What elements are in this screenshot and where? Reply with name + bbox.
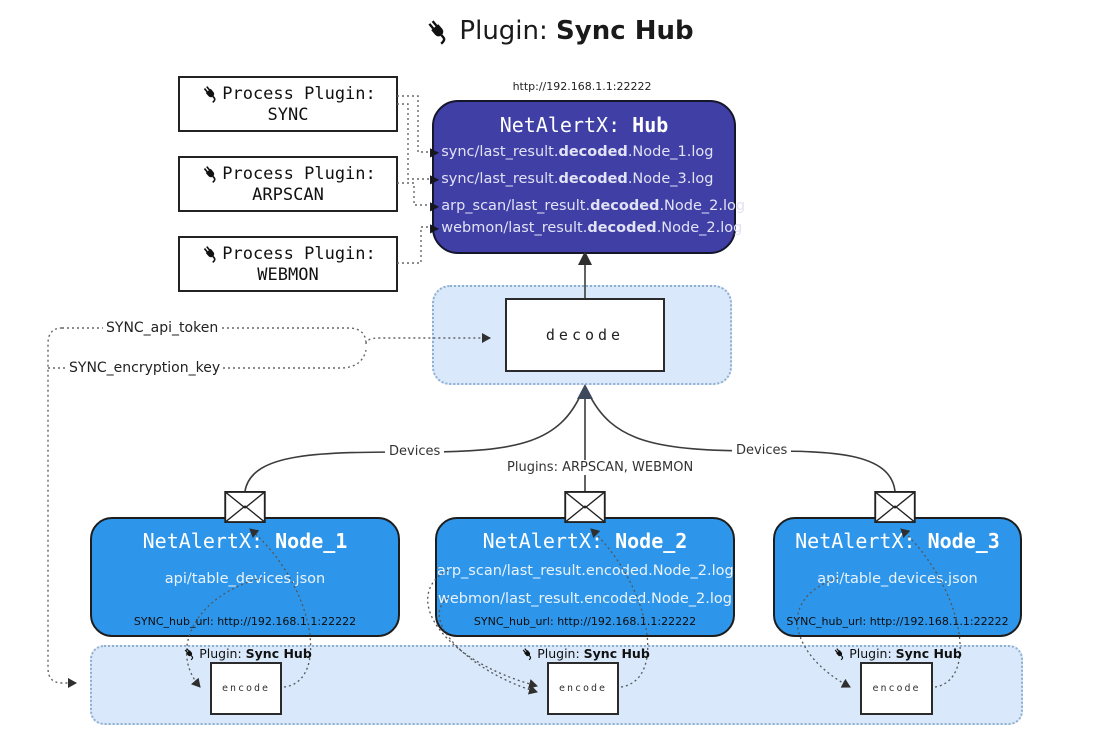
plug-icon [182, 646, 197, 661]
hub-title: NetAlertX: Hub [499, 113, 669, 137]
title-bold: Sync Hub [556, 16, 694, 46]
band-plugin-label: Plugin: Sync Hub [162, 646, 332, 661]
process-plugin-name: WEBMON [257, 265, 319, 285]
plug-icon [423, 16, 453, 46]
band-plugin-label: Plugin: Sync Hub [500, 646, 670, 661]
process-plugin-name: SYNC [267, 105, 309, 125]
process-plugin-box-webmon: Process Plugin: WEBMON [178, 236, 398, 292]
arrow-icon [577, 384, 593, 399]
node-box-node-2: NetAlertX: Node_2 arp_scan/last_result.e… [435, 517, 735, 637]
arrow-icon: ▶ [430, 221, 440, 235]
sync-api-token-label: SYNC_api_token [103, 320, 222, 336]
node-box-node-3: NetAlertX: Node_3 api/table_devices.json… [773, 517, 1022, 637]
node-title: NetAlertX: Node_3 [795, 529, 1000, 553]
devices-label-left: Devices [385, 444, 445, 459]
plug-icon [200, 243, 221, 264]
arrow-icon: ▶ [430, 145, 440, 159]
node-title: NetAlertX: Node_2 [482, 529, 688, 553]
title-prefix: Plugin: [459, 16, 557, 46]
encode-box: encode [860, 662, 933, 715]
hub-row: ▶arp_scan/last_result.decoded.Node_2.log [430, 198, 746, 214]
process-plugin-label: Process Plugin: [222, 243, 376, 264]
node-line: api/table_devices.json [817, 571, 978, 587]
hub-box: NetAlertX: Hub ▶sync/last_result.decoded… [430, 100, 745, 254]
plugin-to-hub-links [397, 95, 430, 264]
plugins-label-mid: Plugins: ARPSCAN, WEBMON [503, 460, 698, 475]
arrow-icon: ▶ [430, 199, 440, 213]
process-plugin-box-arpscan: Process Plugin: ARPSCAN [178, 156, 398, 212]
hub-url: http://192.168.1.1:22222 [512, 80, 652, 93]
page-title: Plugin: Sync Hub [0, 16, 1117, 46]
node-hub-url: SYNC_hub_url: http://192.168.1.1:22222 [786, 615, 1009, 628]
node-line: webmon/last_result.encoded.Node_2.log [437, 591, 732, 607]
process-plugin-label: Process Plugin: [222, 163, 376, 184]
node-hub-url: SYNC_hub_url: http://192.168.1.1:22222 [473, 615, 697, 628]
encode-box: encode [210, 662, 282, 715]
node-line: arp_scan/last_result.encoded.Node_2.log [437, 563, 734, 579]
arrow-icon: ▶ [430, 172, 440, 186]
encode-box: encode [547, 662, 619, 715]
sync-encryption-key-label: SYNC_encryption_key [66, 360, 224, 376]
process-plugin-box-sync: Process Plugin: SYNC [178, 76, 398, 132]
process-plugin-name: ARPSCAN [252, 185, 324, 205]
node-box-node-1: NetAlertX: Node_1 api/table_devices.json… [90, 517, 400, 637]
band-plugin-label: Plugin: Sync Hub [812, 646, 982, 661]
plug-icon [832, 646, 847, 661]
plug-icon [520, 646, 535, 661]
node-line: api/table_devices.json [164, 571, 326, 587]
hub-row: ▶webmon/last_result.decoded.Node_2.log [430, 220, 743, 236]
hub-row: ▶sync/last_result.decoded.Node_1.log [430, 144, 714, 160]
devices-label-right: Devices [732, 443, 792, 458]
plug-icon [200, 163, 221, 184]
plug-icon [200, 83, 221, 104]
node-hub-url: SYNC_hub_url: http://192.168.1.1:22222 [133, 615, 357, 628]
node-title: NetAlertX: Node_1 [142, 529, 348, 553]
decode-box: decode [505, 298, 665, 372]
process-plugin-label: Process Plugin: [222, 83, 376, 104]
hub-row: ▶sync/last_result.decoded.Node_3.log [430, 171, 714, 187]
